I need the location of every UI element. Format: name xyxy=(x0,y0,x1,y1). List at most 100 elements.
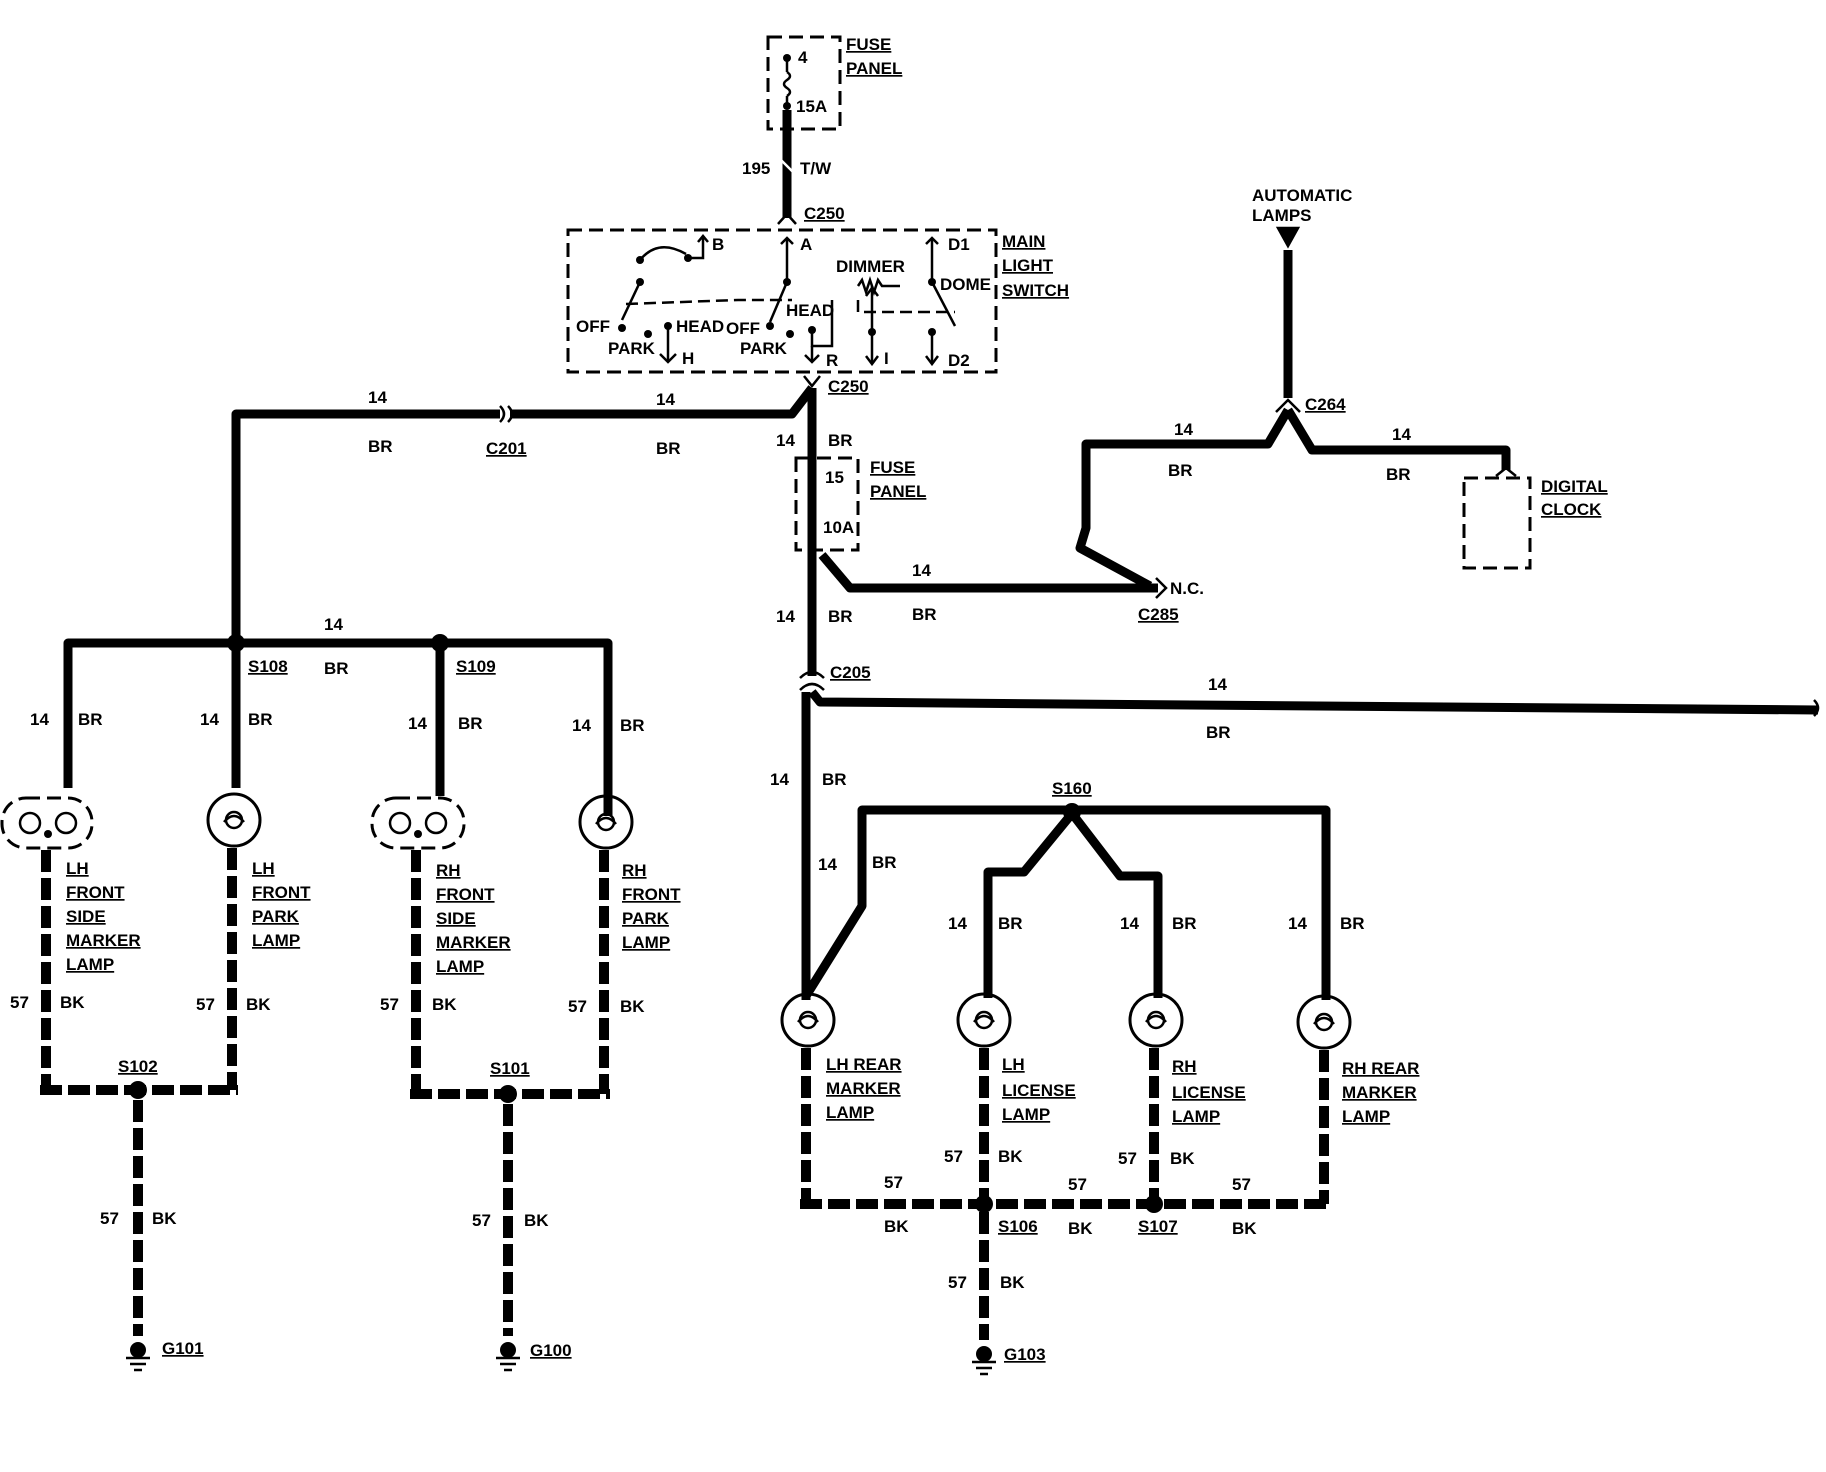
wire-s108-s109-color: BR xyxy=(324,659,349,678)
rhfp-label-3: PARK xyxy=(622,909,670,928)
digital-clock-1: DIGITAL xyxy=(1541,477,1608,496)
wire-rear-gnd-2-gauge: 57 xyxy=(1068,1175,1087,1194)
wire-rhfsm-bk-color: BK xyxy=(432,995,457,1014)
ground-g101: G101 xyxy=(162,1339,204,1358)
wire-c205-right-gauge: 14 xyxy=(1208,675,1227,694)
lhrm-label-2: MARKER xyxy=(826,1079,901,1098)
rhlic-label-2: LICENSE xyxy=(1172,1083,1246,1102)
wire-lhlic-color: BR xyxy=(998,914,1023,933)
rhfp-label-4: LAMP xyxy=(622,933,670,952)
lhlic-label-2: LICENSE xyxy=(1002,1081,1076,1100)
wire-s108-s109-gauge: 14 xyxy=(324,615,343,634)
lhfp-label-3: PARK xyxy=(252,907,300,926)
wire-rear-gnd-1-color: BK xyxy=(884,1217,909,1236)
fuse-top-title-2: PANEL xyxy=(846,59,902,78)
lh-license-lamp xyxy=(956,992,1012,1048)
wire-rear-gnd-3-color: BK xyxy=(1232,1219,1257,1238)
lhfsm-label-4: MARKER xyxy=(66,931,141,950)
lhfp-label-4: LAMP xyxy=(252,931,300,950)
wire-rhrm-color: BR xyxy=(1340,914,1365,933)
wire-c201-left-color: BR xyxy=(368,437,393,456)
rhfsm-label-4: MARKER xyxy=(436,933,511,952)
connector-c264: C264 xyxy=(1305,395,1346,414)
wire-main-gauge-1: 14 xyxy=(776,431,795,450)
ground-g101-symbol xyxy=(126,1342,150,1372)
lh-front-side-marker-lamp xyxy=(0,796,94,850)
fuse-mid-rating: 10A xyxy=(823,518,854,537)
wire-rhfsm-gauge: 14 xyxy=(408,714,427,733)
wire-195-number: 195 xyxy=(742,159,770,178)
rhlic-label-1: RH xyxy=(1172,1057,1197,1076)
splice-s107: S107 xyxy=(1138,1217,1178,1236)
rhfp-label-1: RH xyxy=(622,861,647,880)
switch-terminal-i: I xyxy=(884,349,889,368)
automatic-lamps-2: LAMPS xyxy=(1252,206,1312,225)
wire-lhfp-gauge: 14 xyxy=(200,710,219,729)
wire-lhlic-gauge: 14 xyxy=(948,914,967,933)
fuse-top-rating: 15A xyxy=(796,97,827,116)
wire-s160-lhrm-color: BR xyxy=(872,853,897,872)
wire-c285-color: BR xyxy=(912,605,937,624)
wire-c201-left-gauge: 14 xyxy=(368,388,387,407)
automatic-lamps-1: AUTOMATIC xyxy=(1252,186,1352,205)
switch-terminal-d1: D1 xyxy=(948,235,970,254)
splice-s108: S108 xyxy=(248,657,288,676)
wire-195-color: T/W xyxy=(800,159,832,178)
wire-rhfp-color: BR xyxy=(620,716,645,735)
main-light-switch: MAIN LIGHT SWITCH B OFF PARK HEAD H A OF… xyxy=(566,228,1069,374)
lhlic-label-3: LAMP xyxy=(1002,1105,1050,1124)
wire-c205-down-gauge: 14 xyxy=(770,770,789,789)
fuse-mid-title-2: PANEL xyxy=(870,482,926,501)
rhrm-label-3: LAMP xyxy=(1342,1107,1390,1126)
switch-pos-head-2: HEAD xyxy=(786,301,834,320)
wire-lhfsm-color: BR xyxy=(78,710,103,729)
digital-clock-box xyxy=(1462,476,1532,570)
lh-rear-marker-lamp xyxy=(780,992,836,1048)
wire-c205-down-color: BR xyxy=(822,770,847,789)
rhlic-label-3: LAMP xyxy=(1172,1107,1220,1126)
fuse-top-number: 4 xyxy=(798,48,808,67)
lhfp-label-2: FRONT xyxy=(252,883,311,902)
switch-pos-dome: DOME xyxy=(940,275,991,294)
switch-terminal-b: B xyxy=(712,235,724,254)
rhfp-label-2: FRONT xyxy=(622,885,681,904)
rh-front-side-marker-lamp xyxy=(370,796,466,850)
switch-title-1: MAIN xyxy=(1002,232,1045,251)
lhfsm-label-1: LH xyxy=(66,859,89,878)
wire-rhlic-color: BR xyxy=(1172,914,1197,933)
wire-rear-gnd-3-gauge: 57 xyxy=(1232,1175,1251,1194)
ground-g103-symbol xyxy=(972,1346,996,1376)
wire-lhfsm-bk-color: BK xyxy=(60,993,85,1012)
wire-g100-color: BK xyxy=(524,1211,549,1230)
wire-rhlic-bk-color: BK xyxy=(1170,1149,1195,1168)
wire-g100-gauge: 57 xyxy=(472,1211,491,1230)
connector-c250-bottom: C250 xyxy=(828,377,869,396)
lhfsm-label-5: LAMP xyxy=(66,955,114,974)
switch-terminal-a: A xyxy=(800,235,812,254)
wire-g101-color: BK xyxy=(152,1209,177,1228)
wire-rhfp-gauge: 14 xyxy=(572,716,591,735)
lhlic-label-1: LH xyxy=(1002,1055,1025,1074)
wire-rhfsm-bk-gauge: 57 xyxy=(380,995,399,1014)
splice-s102: S102 xyxy=(118,1057,158,1076)
switch-pos-head-1: HEAD xyxy=(676,317,724,336)
rh-rear-marker-lamp xyxy=(1296,994,1352,1050)
wire-g103-gauge: 57 xyxy=(948,1273,967,1292)
lhrm-label-3: LAMP xyxy=(826,1103,874,1122)
connector-c285-nc: N.C. xyxy=(1170,579,1204,598)
ground-g100-symbol xyxy=(496,1342,520,1372)
wire-rear-gnd-2-color: BK xyxy=(1068,1219,1093,1238)
wire-c201-right-gauge: 14 xyxy=(656,390,675,409)
wire-main-color-2: BR xyxy=(828,607,853,626)
fuse-panel-mid: 15 10A FUSE PANEL xyxy=(794,456,926,552)
digital-clock-2: CLOCK xyxy=(1541,500,1602,519)
switch-title-3: SWITCH xyxy=(1002,281,1069,300)
switch-pos-park-2: PARK xyxy=(740,339,788,358)
splice-s101: S101 xyxy=(490,1059,530,1078)
wire-rhlic-gauge: 14 xyxy=(1120,914,1139,933)
wire-g103-color: BK xyxy=(1000,1273,1025,1292)
rhfsm-label-1: RH xyxy=(436,861,461,880)
wire-rhfp-bk-gauge: 57 xyxy=(568,997,587,1016)
